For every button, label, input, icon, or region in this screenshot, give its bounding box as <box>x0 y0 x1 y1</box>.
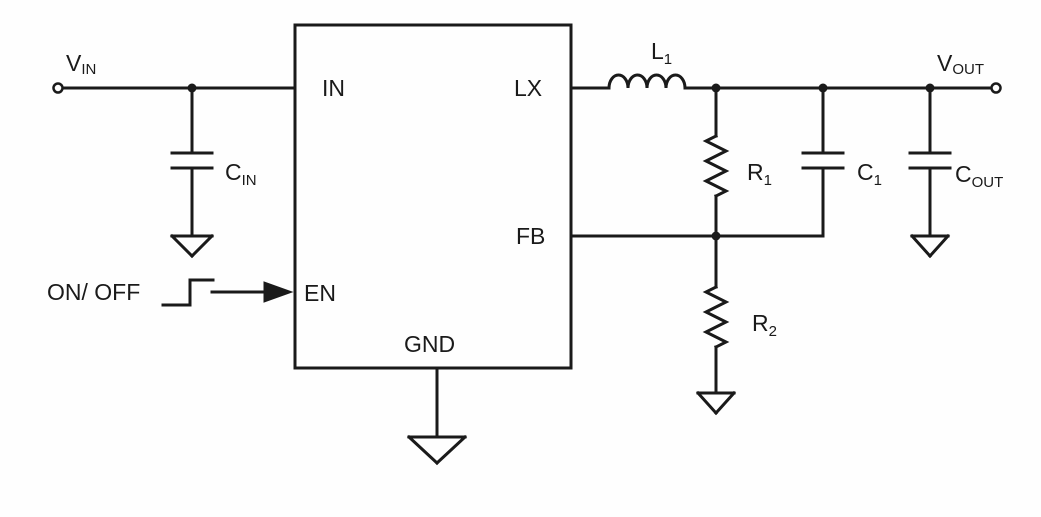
r2-ground-symbol <box>695 390 737 416</box>
fb-wire <box>569 166 825 238</box>
ic-ground <box>406 366 468 466</box>
r1-label: R1 <box>747 159 772 189</box>
pin-label-in: IN <box>322 75 345 101</box>
c1-capacitor <box>801 86 845 170</box>
on-off-step-signal <box>161 278 294 307</box>
cout-ground-symbol <box>909 233 951 259</box>
cout-label: COUT <box>955 161 1003 191</box>
r2-label: R2 <box>752 310 777 340</box>
vin-terminal[interactable] <box>52 82 64 94</box>
pin-label-lx: LX <box>514 75 542 101</box>
r1-resistor <box>702 86 730 238</box>
cin-capacitor <box>170 86 214 238</box>
c1-label: C1 <box>857 159 882 189</box>
cin-label: CIN <box>225 159 257 189</box>
l1-label: L1 <box>651 38 672 68</box>
vout-label: VOUT <box>937 50 984 78</box>
l1-inductor <box>607 73 687 90</box>
pin-label-en: EN <box>304 280 336 306</box>
vout-terminal[interactable] <box>990 82 1002 94</box>
cin-ground-symbol <box>169 233 215 259</box>
pin-label-fb: FB <box>516 223 545 249</box>
vin-label: VIN <box>66 50 96 78</box>
ic-body <box>293 23 573 370</box>
r2-resistor <box>702 234 730 395</box>
pin-label-gnd: GND <box>404 331 455 357</box>
cout-capacitor <box>908 86 952 238</box>
on-off-label: ON/ OFF <box>47 279 140 305</box>
